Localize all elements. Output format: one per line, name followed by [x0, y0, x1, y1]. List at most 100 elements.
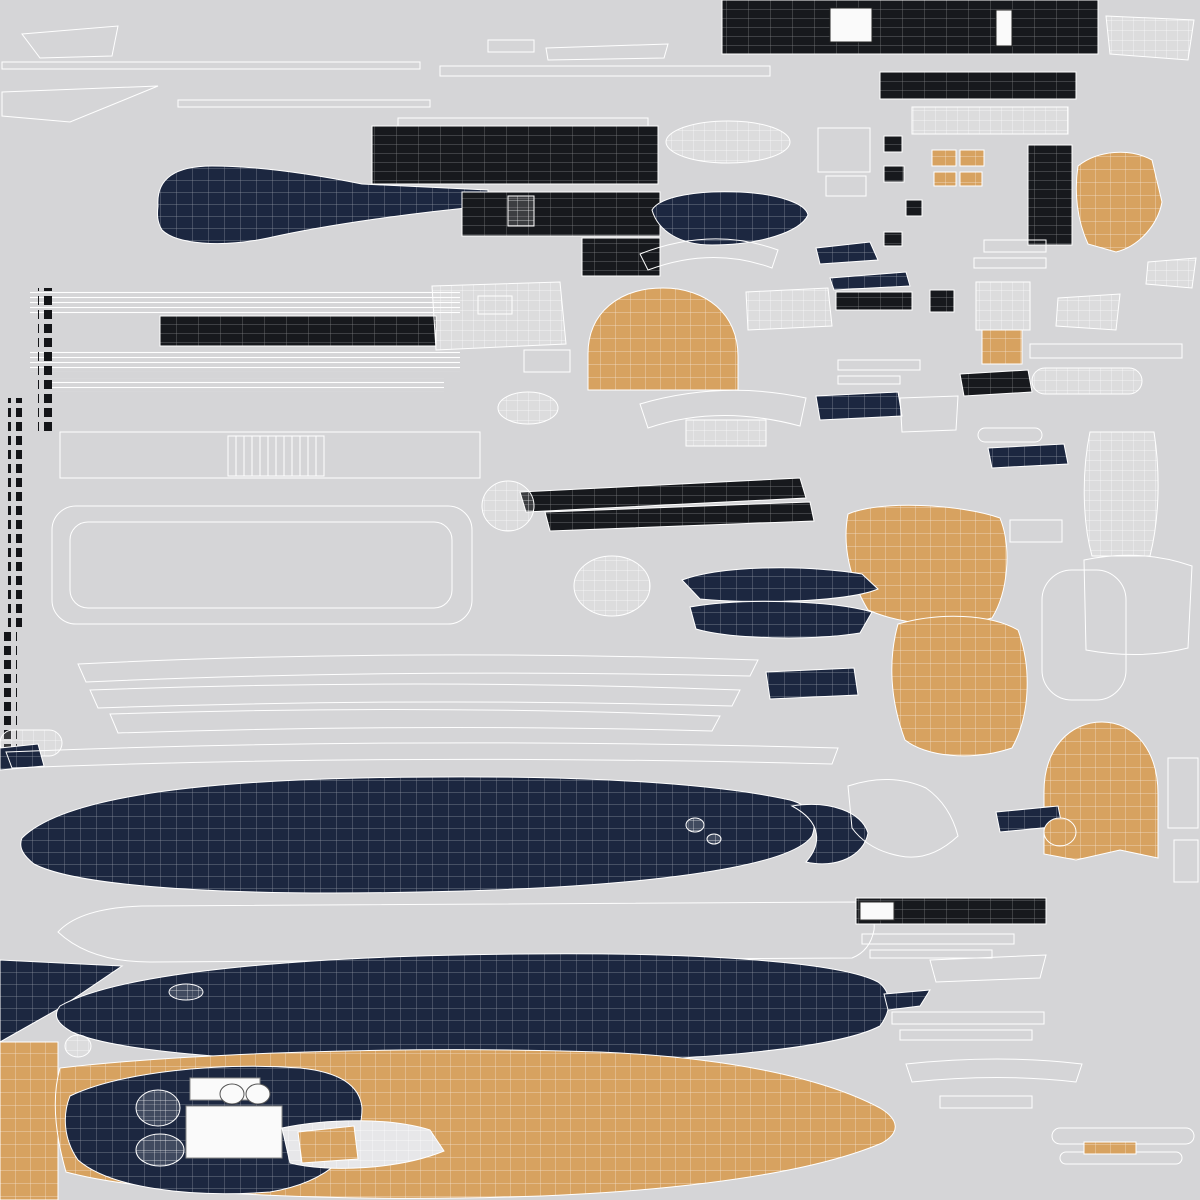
wavy-outline-right: [847, 779, 959, 858]
top-right-fan: [1105, 15, 1195, 61]
white-lines-mid-a: [837, 359, 921, 371]
dotted-strip-b: [8, 398, 22, 630]
fan-left-slats: [481, 480, 535, 532]
black-slat-2: [544, 501, 815, 532]
top-black-bar-outline: [397, 117, 649, 127]
tan-chip-a: [931, 149, 957, 167]
tan-tip-gray-boat: [297, 1125, 359, 1164]
stairs-outline-b: [825, 175, 867, 197]
thin-lines-row-c: [177, 99, 431, 108]
small-outline-a: [487, 39, 535, 53]
black-bar-sm: [835, 291, 913, 311]
black-chip-a: [883, 135, 903, 153]
slender-hull-a: [77, 654, 759, 683]
navy-slice-right: [987, 443, 1069, 469]
fan-right-b: [1055, 293, 1121, 331]
navy-tender-2: [689, 600, 873, 639]
top-banner-window-a: [829, 7, 873, 43]
black-chip-d: [883, 231, 903, 247]
black-chip-e: [929, 289, 955, 313]
black-chip-b: [883, 165, 905, 183]
white-box-right-mid: [1009, 519, 1063, 543]
outline-bottomright-d: [939, 1095, 1033, 1109]
white-lines-mid-b: [837, 375, 901, 385]
top-black-bar: [371, 125, 659, 185]
rail-outline: [59, 431, 481, 479]
slender-outline-d: [5, 742, 839, 769]
curvy-outline-right: [1083, 554, 1193, 656]
vase-outline: [1083, 431, 1159, 557]
outline-bottomright-c: [905, 1058, 1083, 1083]
topleft-boat-outline: [21, 25, 119, 59]
arrow-outline-left: [1, 85, 159, 123]
small-outline-b: [545, 43, 669, 61]
right-black-panel: [1027, 144, 1073, 246]
navy-tender-1: [681, 567, 879, 603]
tan-wedge-right: [1075, 151, 1163, 253]
fan-right-sm: [1145, 257, 1197, 289]
slender-hull-b: [89, 683, 741, 709]
porthole-left-a: [219, 1083, 245, 1105]
curved-deck-outline: [639, 389, 807, 429]
black-bar-2: [461, 191, 661, 237]
dotted-strip-a: [38, 288, 52, 434]
tan-dome: [587, 287, 739, 391]
tan-chip-c: [933, 171, 957, 187]
boat-window-panel: [185, 1105, 283, 1159]
white-lines-right-b: [869, 949, 993, 959]
fan-bottomleft-a: [135, 1089, 181, 1127]
house-outline: [899, 395, 959, 433]
hull2-detail-b: [168, 983, 204, 1001]
fan-center: [497, 391, 559, 425]
stairs-outline-a: [817, 127, 871, 173]
white-chip-478: [477, 295, 513, 315]
navy-chip-mid2: [765, 667, 859, 700]
dotted-strip-c: [4, 632, 17, 750]
fan-bottomleft-b: [135, 1133, 185, 1167]
edge-outline-a: [1167, 757, 1199, 829]
navy-fin-right: [790, 803, 869, 865]
white-pill-right-b: [977, 427, 1043, 443]
white-strip-right-a: [983, 239, 1047, 253]
navy-sliver: [829, 271, 911, 291]
big-navy-hull-top: [20, 776, 815, 894]
grid-rect-mid: [685, 419, 767, 447]
tan-chip-d: [959, 171, 983, 187]
top-banner-window-b: [995, 9, 1013, 47]
long-deck-outline: [57, 901, 875, 963]
tan-bit-bottomright: [1083, 1141, 1137, 1155]
striped-band-2: [30, 350, 460, 372]
top-banner: [721, 0, 1099, 55]
navy-chip-sm: [815, 241, 879, 265]
hull2-detail-a: [64, 1034, 92, 1058]
arc-outline-under: [639, 238, 779, 271]
long-white-bar-right: [1029, 343, 1183, 359]
grid-square-right: [975, 281, 1031, 331]
deck-outline-inner: [69, 521, 453, 609]
tan-disc: [1043, 817, 1077, 847]
thin-lines-row-b: [439, 65, 771, 77]
tan-patch-right: [891, 615, 1028, 757]
deck-outline-large: [51, 505, 473, 625]
edge-outline-b: [1173, 839, 1199, 883]
tan-chip-b: [959, 149, 985, 167]
rail-verticals: [227, 435, 325, 477]
outline-right-of-dome: [745, 287, 833, 331]
navy-windshield: [651, 191, 809, 246]
fan-center-2: [573, 555, 651, 617]
tan-stack: [981, 329, 1023, 365]
white-outline-r2b: [899, 1029, 1033, 1041]
white-box-c: [523, 349, 571, 373]
slender-hull-c: [109, 708, 721, 734]
black-chip-c: [905, 199, 923, 217]
tan-blob-upper: [845, 504, 1008, 625]
white-chip-mid: [507, 195, 535, 227]
striped-band-3: [46, 378, 444, 392]
navy-blade: [157, 165, 489, 245]
big-navy-hull-bottom: [56, 953, 890, 1065]
thin-lines-row-a: [1, 61, 421, 70]
black-block: [159, 315, 437, 347]
tan-strip-bottomleft: [0, 1041, 59, 1200]
